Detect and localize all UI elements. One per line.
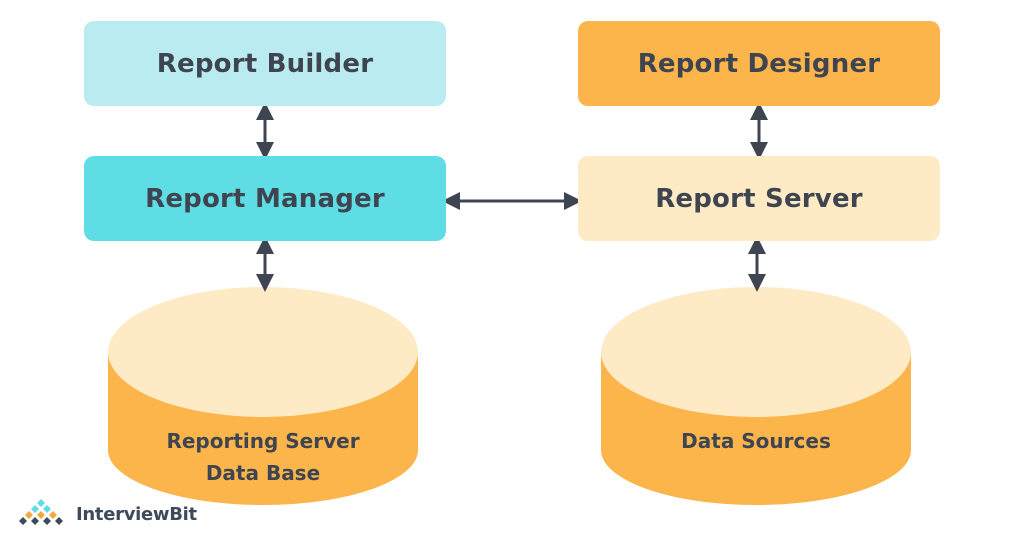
- report-designer-label: Report Designer: [637, 48, 881, 79]
- report-manager-box: Report Manager: [84, 156, 446, 241]
- report-server-box: Report Server: [578, 156, 940, 241]
- report-server-label: Report Server: [655, 183, 863, 214]
- reporting-db-label-line1: Reporting Server: [166, 429, 360, 453]
- reporting-db-label-line2: Data Base: [205, 461, 321, 485]
- logo-wordmark: InterviewBit: [76, 503, 197, 525]
- report-designer-box: Report Designer: [578, 21, 940, 106]
- reporting-server-database-label: Reporting Server Data Base: [108, 425, 418, 489]
- report-builder-box: Report Builder: [84, 21, 446, 106]
- data-sources-label: Data Sources: [601, 425, 911, 457]
- report-manager-label: Report Manager: [145, 183, 385, 214]
- data-sources-label-line1: Data Sources: [681, 429, 831, 453]
- report-builder-label: Report Builder: [156, 48, 374, 79]
- diamond-lattice-logo-icon: [19, 499, 63, 525]
- interviewbit-logo: InterviewBit: [12, 496, 197, 532]
- data-sources-database-cylinder: [601, 287, 911, 505]
- reporting-server-database-cylinder: [108, 287, 418, 505]
